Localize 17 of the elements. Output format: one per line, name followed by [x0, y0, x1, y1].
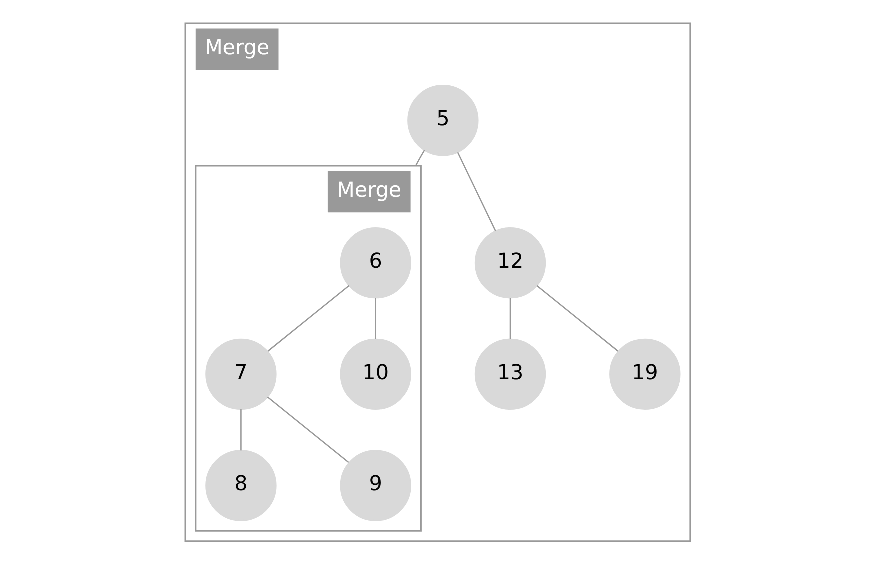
node-circle: 12: [474, 227, 546, 299]
node-circle: 8: [206, 450, 277, 522]
connector: [240, 410, 242, 451]
node-circle: 7: [206, 338, 277, 410]
connector: [267, 396, 350, 464]
node-circle: 6: [340, 227, 412, 299]
node-circle: 5: [408, 85, 479, 156]
connector: [536, 285, 619, 352]
node-circle: 19: [610, 338, 681, 410]
node-circle: 10: [340, 338, 412, 410]
node-circle: 9: [340, 450, 412, 522]
connector: [510, 298, 512, 340]
connector: [415, 150, 426, 166]
connector: [375, 298, 376, 340]
node-circle: 13: [474, 338, 546, 410]
connector: [268, 285, 350, 352]
connector: [457, 152, 496, 232]
